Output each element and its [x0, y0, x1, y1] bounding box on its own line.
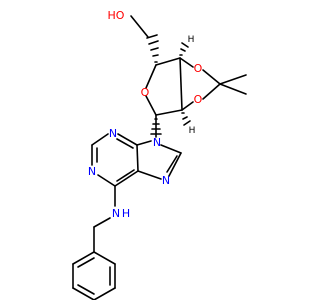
- bond-c5-c4: [136, 144, 139, 172]
- atom-label-dioxolane-o-top: O: [194, 62, 203, 75]
- bond-c4-n3: [117, 133, 138, 146]
- molecule-structure: HO O O O N N N N N H H H: [72, 9, 247, 300]
- bond-c6-c5-double: [116, 169, 135, 182]
- bond-o-bottom-cme2: [202, 83, 221, 100]
- hashed-wedge-c1-n9: [150, 118, 162, 135]
- bond-c8-n7: [168, 152, 182, 177]
- bond-c4-n3-double: [116, 138, 134, 149]
- bond-n9-c8: [160, 144, 182, 154]
- bond-c4-oring: [145, 64, 157, 89]
- bond-ph-4: [72, 287, 95, 300]
- bonds: [72, 15, 247, 300]
- atom-label-n7: N: [162, 174, 170, 187]
- bond-c3-o-top: [179, 57, 194, 68]
- bond-ph-3: [93, 287, 116, 300]
- bond-n1-c6: [97, 174, 116, 187]
- atom-label-ring-o: O: [141, 86, 150, 99]
- atom-label-dioxolane-o-bottom: O: [194, 93, 203, 106]
- bond-ph-4-double: [77, 284, 95, 295]
- atom-label-n3: N: [109, 127, 117, 140]
- bond-c2-o-bottom: [181, 101, 194, 111]
- atom-label-n1: N: [88, 165, 96, 178]
- bond-methyl-1: [219, 74, 247, 85]
- bond-methyl-2: [219, 83, 247, 95]
- atom-labels: HO O O O N N N N N H H H: [88, 9, 203, 220]
- bond-ph-1: [93, 251, 116, 265]
- bond-n3-c2: [91, 133, 109, 146]
- bond-c4-c3: [155, 57, 181, 66]
- bond-c1-c2: [155, 109, 183, 116]
- bond-ph-6: [72, 251, 95, 265]
- hashed-wedge-c4-ch2: [146, 34, 159, 63]
- stereo-bonds: [146, 34, 191, 135]
- bond-nh-ch2: [93, 217, 111, 228]
- bond-c4-n9: [136, 140, 152, 146]
- atom-label-nh: N: [112, 207, 120, 220]
- atom-label-n9: N: [153, 136, 161, 149]
- hashed-wedge-c3-h: [179, 42, 189, 56]
- bond-n7-c5: [137, 170, 162, 180]
- atom-label-nh-h: H: [122, 207, 130, 220]
- atom-label-h-top: H: [188, 35, 195, 45]
- bond-o-ch2: [130, 15, 149, 38]
- atom-label-h-bottom: H: [189, 126, 196, 136]
- bond-c6-c5: [114, 170, 139, 187]
- bond-c8-n7-double: [166, 155, 178, 173]
- hashed-wedge-c2-h: [181, 112, 191, 126]
- bond-oring-c1: [145, 95, 157, 116]
- bond-c2-c3: [179, 57, 183, 111]
- bond-o-top-cme2: [202, 69, 221, 85]
- bond-ph-6-double: [77, 257, 95, 268]
- atom-label-oh: HO: [108, 9, 125, 22]
